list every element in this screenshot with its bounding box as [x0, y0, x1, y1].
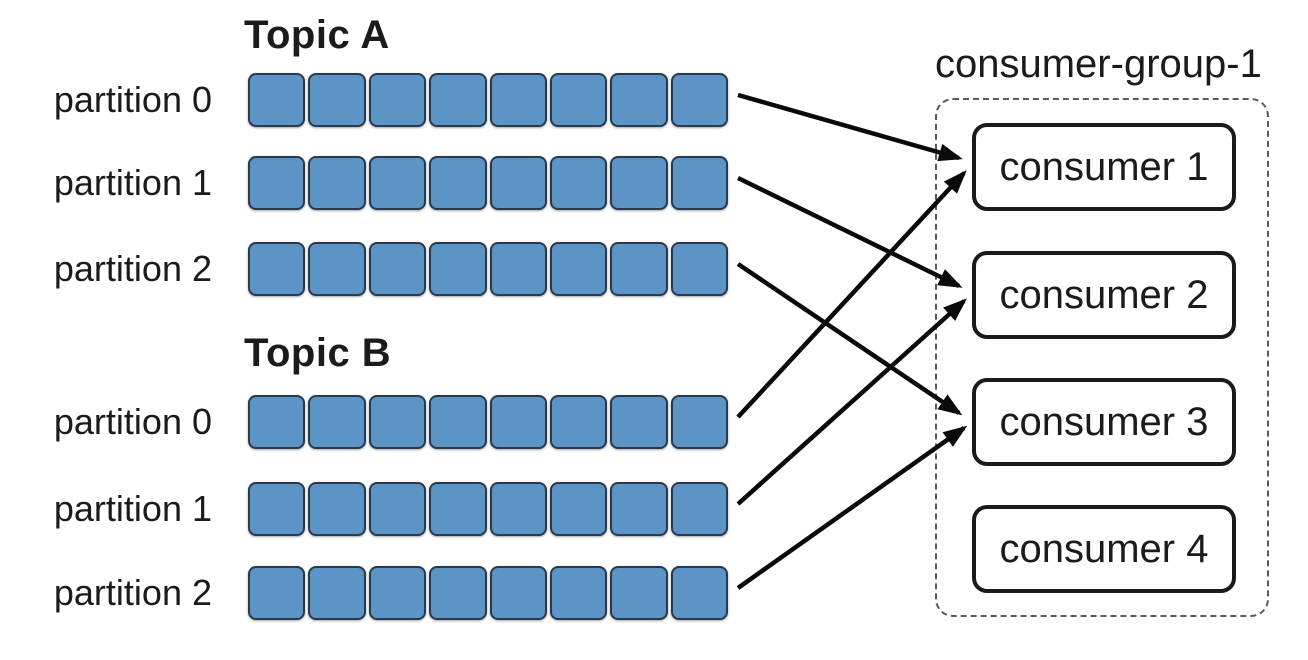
message-segment [489, 566, 547, 620]
message-segment [308, 242, 366, 296]
message-segment [610, 395, 668, 449]
assignment-arrow [736, 262, 963, 416]
partition-segments [248, 73, 728, 127]
message-segment [489, 73, 547, 127]
consumer-1-box: consumer 1 [972, 123, 1236, 211]
message-segment [610, 242, 668, 296]
assignment-arrow [736, 170, 967, 419]
message-segment [248, 73, 306, 127]
partition-row: partition 2 [0, 566, 760, 620]
message-segment [670, 395, 728, 449]
message-segment [368, 242, 427, 296]
partition-segments [248, 395, 728, 449]
partition-label: partition 2 [53, 572, 212, 613]
partition-row: partition 1 [0, 156, 760, 210]
partition-row: partition 1 [0, 482, 760, 536]
message-segment [610, 73, 668, 127]
message-segment [670, 73, 728, 127]
message-segment [610, 156, 668, 210]
consumer-3-box: consumer 3 [972, 378, 1236, 466]
message-segment [429, 73, 487, 127]
consumer-4-box: consumer 4 [972, 505, 1236, 593]
message-segment [670, 482, 728, 536]
message-segment [368, 73, 427, 127]
message-segment [610, 482, 668, 536]
consumer-2-box: consumer 2 [972, 251, 1236, 339]
partition-label: partition 0 [53, 401, 212, 442]
message-segment [670, 242, 728, 296]
message-segment [248, 156, 306, 210]
message-segment [429, 566, 487, 620]
message-segment [429, 395, 487, 449]
message-segment [549, 566, 608, 620]
message-segment [549, 156, 608, 210]
message-segment [670, 156, 728, 210]
message-segment [549, 242, 608, 296]
partition-segments [248, 566, 728, 620]
message-segment [248, 566, 306, 620]
assignment-arrow [737, 92, 963, 162]
partition-label: partition 2 [53, 248, 212, 289]
message-segment [308, 395, 366, 449]
partition-row: partition 0 [0, 73, 760, 127]
message-segment [308, 156, 366, 210]
message-segment [368, 566, 427, 620]
message-segment [489, 482, 547, 536]
assignment-arrow [737, 175, 963, 289]
message-segment [368, 156, 427, 210]
message-segment [429, 156, 487, 210]
message-segment [368, 482, 427, 536]
assignment-arrow [736, 298, 967, 506]
partition-segments [248, 242, 728, 296]
message-segment [308, 482, 366, 536]
message-segment [248, 395, 306, 449]
partition-segments [248, 482, 728, 536]
message-segment [549, 482, 608, 536]
message-segment [489, 242, 547, 296]
message-segment [549, 395, 608, 449]
partition-row: partition 0 [0, 395, 760, 449]
partition-segments [248, 156, 728, 210]
partition-label: partition 0 [53, 79, 212, 120]
topic-a-title: Topic A [244, 13, 390, 57]
message-segment [429, 482, 487, 536]
message-segment [248, 242, 306, 296]
message-segment [308, 73, 366, 127]
message-segment [248, 482, 306, 536]
message-segment [429, 242, 487, 296]
partition-label: partition 1 [53, 162, 212, 203]
message-segment [368, 395, 427, 449]
partition-row: partition 2 [0, 242, 760, 296]
assignment-arrow [736, 425, 968, 590]
topic-b-title: Topic B [244, 331, 392, 375]
message-segment [610, 566, 668, 620]
message-segment [308, 566, 366, 620]
message-segment [549, 73, 608, 127]
consumer-group-label: consumer-group-1 [935, 42, 1262, 86]
partition-label: partition 1 [53, 488, 212, 529]
message-segment [489, 156, 547, 210]
message-segment [489, 395, 547, 449]
message-segment [670, 566, 728, 620]
